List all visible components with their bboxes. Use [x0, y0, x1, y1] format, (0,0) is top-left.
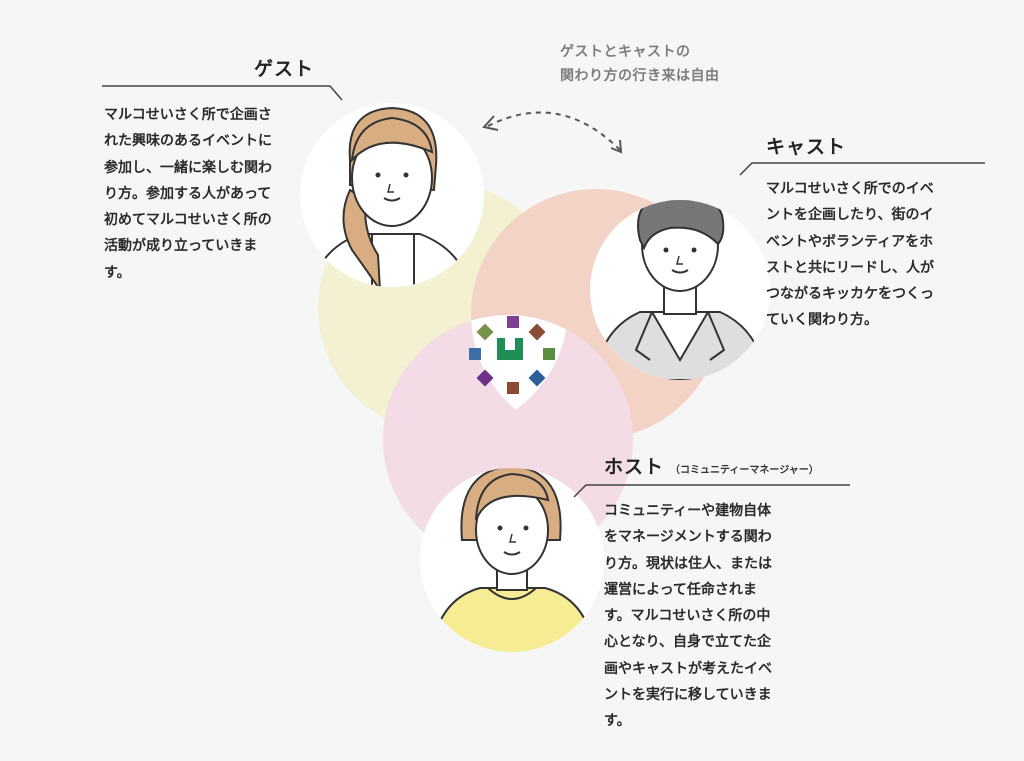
cast-line-2: ントを企画したり、街のイ — [766, 207, 934, 224]
guest-person-icon — [300, 103, 484, 287]
cast-underline — [739, 162, 985, 176]
guest-description: マルコせいさく所で企画さ れた興味のあるイベントに 参加し、一緒に楽しむ関わ り… — [104, 102, 272, 286]
guest-line-1: マルコせいさく所で企画さ — [104, 107, 272, 123]
host-title-text: ホスト — [604, 456, 665, 478]
guest-title: ゲスト — [254, 58, 315, 80]
host-line-5: す。マルコせいさく所の中 — [604, 608, 771, 625]
host-line-2: をマネージメントする関わ — [604, 529, 772, 546]
cast-line-1: マルコせいさく所でのイベ — [766, 181, 934, 197]
host-underline — [573, 484, 850, 498]
host-title: ホスト （コミュニティーマネージャー） — [604, 452, 819, 479]
guest-line-4: り方。参加する人があって — [104, 185, 272, 202]
bidirectional-arrow-icon — [482, 111, 623, 154]
relation-note-line-2: 関わり方の行き来は自由 — [560, 68, 720, 84]
host-line-8: ントを実行に移していきま — [604, 687, 772, 704]
guest-underline — [102, 85, 343, 101]
guest-line-6: 活動が成り立っていきま — [104, 238, 258, 255]
host-line-9: す。 — [604, 713, 631, 730]
guest-line-5: 初めてマルコせいさく所の — [104, 212, 272, 229]
host-line-4: 運営によって任命されま — [604, 581, 757, 598]
cast-title: キャスト — [766, 136, 847, 158]
cast-line-5: つながるキッカケをつくっ — [766, 286, 934, 303]
guest-line-3: 参加し、一緒に楽しむ関わ — [104, 159, 272, 176]
cast-description: マルコせいさく所でのイベ ントを企画したり、街のイ ベントやボランティアをホ ス… — [766, 176, 934, 334]
guest-line-2: れた興味のあるイベントに — [104, 133, 272, 150]
host-line-7: 画やキャストが考えたイベ — [604, 660, 772, 677]
relation-note-line-1: ゲストとキャストの — [560, 44, 691, 60]
cast-line-6: ていく関わり方。 — [766, 312, 878, 329]
host-description: コミュニティーや建物自体 をマネージメントする関わ り方。現状は住人、または 運… — [604, 498, 772, 735]
host-subtitle: （コミュニティーマネージャー） — [670, 465, 819, 476]
guest-line-7: す。 — [104, 264, 131, 281]
relation-note: ゲストとキャストの 関わり方の行き来は自由 — [560, 40, 720, 88]
cast-line-4: ストと共にリードし、人が — [766, 259, 934, 276]
host-line-1: コミュニティーや建物自体 — [604, 503, 772, 519]
host-line-3: り方。現状は住人、または — [604, 555, 772, 572]
host-line-6: 心となり、自身で立てた企 — [604, 634, 772, 651]
cast-person-icon — [590, 200, 770, 380]
cast-line-3: ベントやボランティアをホ — [766, 233, 934, 250]
